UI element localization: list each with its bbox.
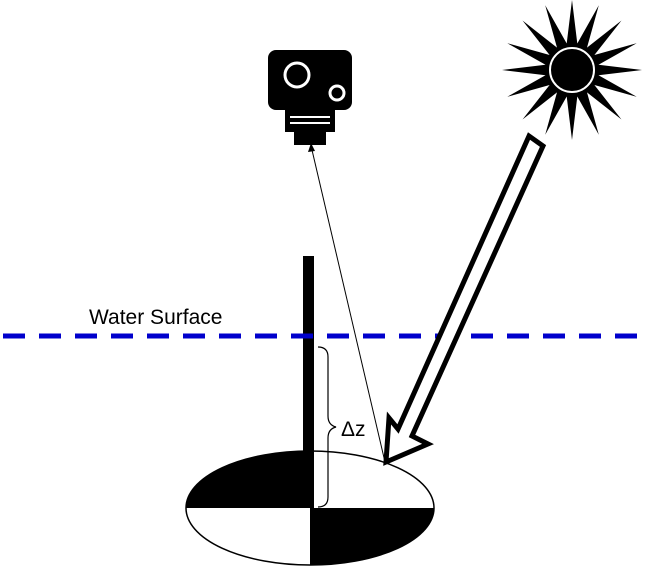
line-of-sight-arrowhead — [308, 143, 315, 152]
delta-z-brace — [317, 346, 337, 508]
disk-quadrant-top-left — [186, 451, 310, 508]
delta-z-label: Δz — [341, 418, 366, 441]
measuring-pole — [303, 256, 314, 508]
water-surface-label: Water Surface — [89, 306, 222, 329]
line-of-sight — [308, 143, 386, 463]
sun-icon — [502, 0, 642, 140]
disk-quadrant-bottom-right — [310, 508, 434, 565]
camera-icon — [268, 50, 352, 145]
sunlight-arrow — [383, 132, 547, 466]
